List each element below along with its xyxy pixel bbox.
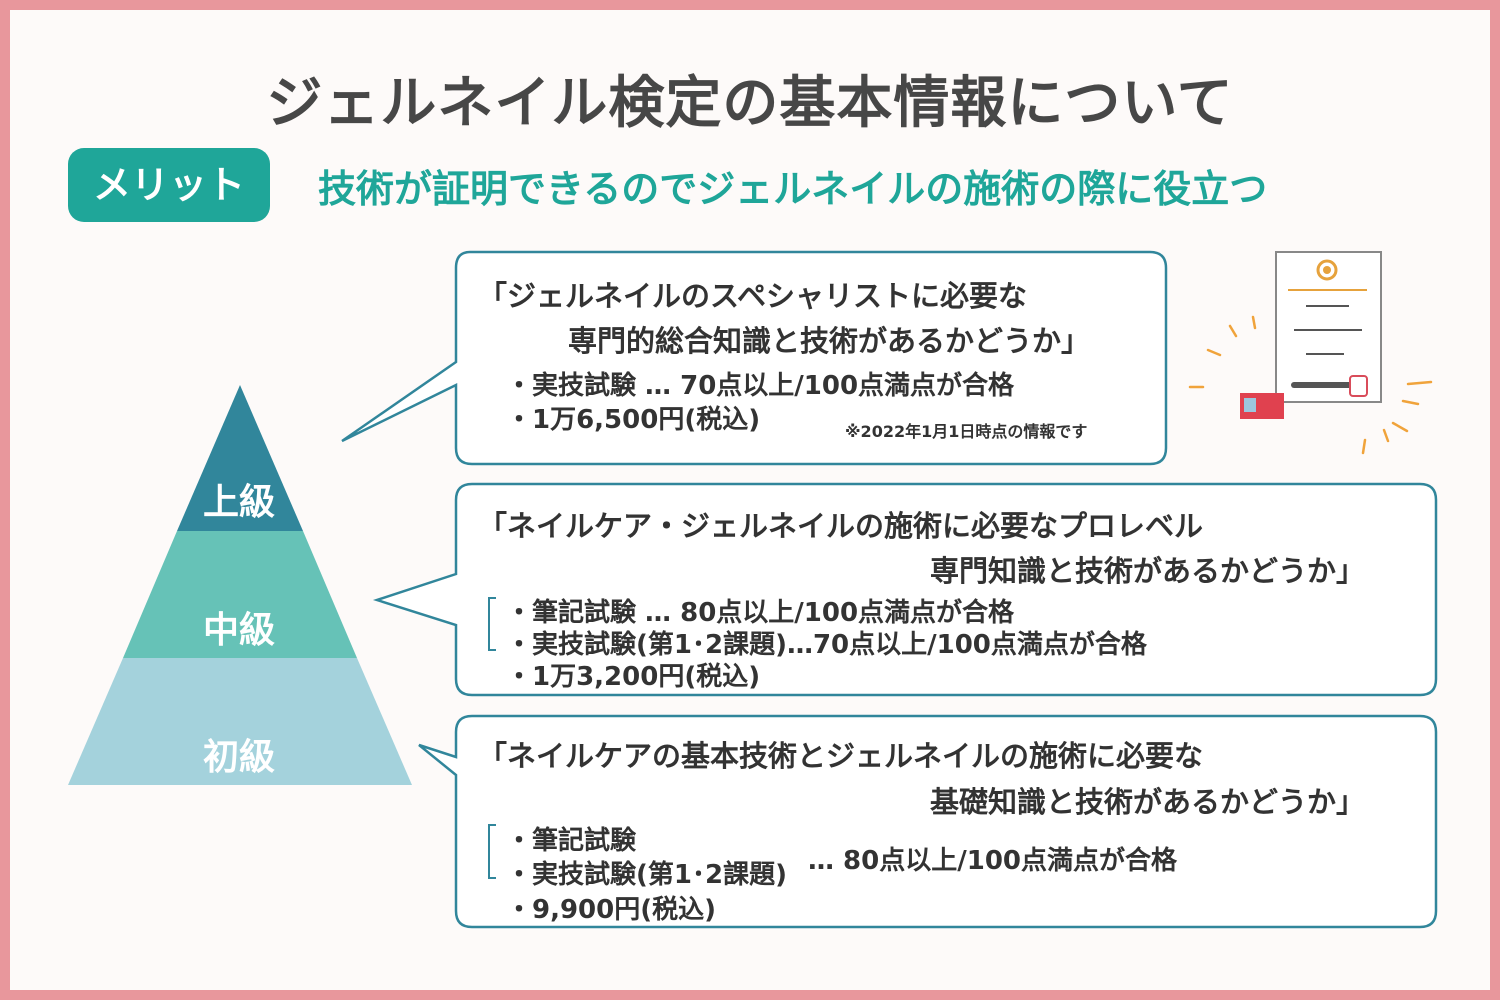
beginner-pass-criteria: … 80点以上/100点満点が合格 — [808, 846, 1178, 876]
page-title: ジェルネイル検定の基本情報について — [266, 71, 1234, 136]
beginner-bullet-practical: ・実技試験(第1･2課題) — [506, 860, 787, 890]
intermediate-bullet-written: ・筆記試験 … 80点以上/100点満点が合格 — [506, 598, 1015, 628]
callout-advanced — [341, 250, 1168, 466]
callout-beginner — [418, 714, 1438, 929]
intermediate-quote-line2: 専門知識と技術があるかどうか」 — [930, 554, 1366, 588]
advanced-bullet-exam: ・実技試験 … 70点以上/100点満点が合格 — [506, 371, 1015, 401]
bracket-intermediate — [488, 597, 496, 651]
pyramid-intermediate — [123, 531, 357, 658]
advanced-info-note: ※2022年1月1日時点の情報です — [845, 422, 1088, 441]
beginner-bullet-fee: ・9,900円(税込) — [506, 895, 717, 925]
level-label-advanced: 上級 — [203, 482, 276, 523]
intermediate-bullet-fee: ・1万3,200円(税込) — [506, 662, 761, 692]
level-label-beginner: 初級 — [203, 737, 276, 778]
beginner-bullet-written: ・筆記試験 — [506, 826, 637, 856]
intermediate-quote-line1: 「ネイルケア・ジェルネイルの施術に必要なプロレベル — [478, 509, 1204, 543]
advanced-quote-line1: 「ジェルネイルのスペシャリストに必要な — [478, 279, 1027, 313]
beginner-quote-line2: 基礎知識と技術があるかどうか」 — [930, 785, 1366, 819]
intermediate-bullet-practical: ・実技試験(第1･2課題)…70点以上/100点満点が合格 — [506, 630, 1147, 660]
bracket-beginner — [488, 824, 496, 879]
merit-badge: メリット — [68, 148, 270, 222]
pyramid-advanced — [177, 385, 303, 531]
advanced-bullet-fee: ・1万6,500円(税込) — [506, 405, 761, 435]
certificate-icon — [1188, 251, 1433, 455]
merit-text: 技術が証明できるのでジェルネイルの施術の際に役立つ — [318, 167, 1268, 211]
level-label-intermediate: 中級 — [203, 610, 276, 651]
advanced-quote-line2: 専門的総合知識と技術があるかどうか」 — [568, 324, 1091, 358]
callout-intermediate — [372, 482, 1438, 697]
pyramid-beginner — [68, 658, 412, 785]
beginner-quote-line1: 「ネイルケアの基本技術とジェルネイルの施術に必要な — [478, 739, 1204, 773]
